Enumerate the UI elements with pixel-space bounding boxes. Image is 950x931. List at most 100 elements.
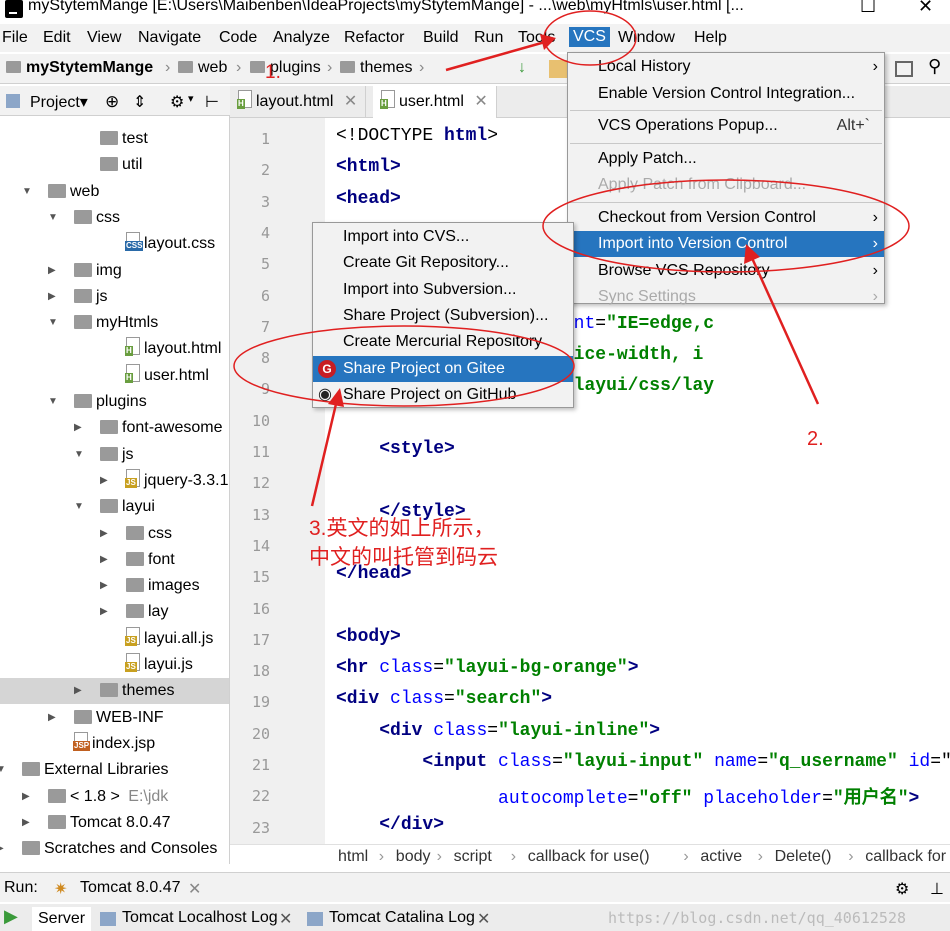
- close-tab-icon[interactable]: ✕: [343, 93, 358, 110]
- close-run-tab-icon[interactable]: ✕: [188, 881, 202, 898]
- tree-node-js[interactable]: ▶js: [0, 284, 229, 310]
- tree-node-css[interactable]: ▶css: [0, 521, 229, 547]
- tree-node-util[interactable]: util: [0, 152, 229, 178]
- breadcrumb-item[interactable]: active: [700, 848, 743, 865]
- chevron-right-icon[interactable]: ▶: [48, 264, 56, 276]
- import-menu-item-share-project-subversion[interactable]: Share Project (Subversion)...: [313, 303, 573, 329]
- tree-node-plugins[interactable]: ▼plugins: [0, 389, 229, 415]
- chevron-right-icon[interactable]: ▶: [0, 836, 4, 862]
- breadcrumb-item[interactable]: script: [453, 848, 492, 865]
- menu-view[interactable]: View: [87, 29, 122, 46]
- menu-analyze[interactable]: Analyze: [273, 29, 330, 46]
- gear-icon[interactable]: ⚙: [170, 94, 185, 111]
- close-tab-icon[interactable]: ✕: [474, 93, 488, 110]
- chevron-right-icon[interactable]: ▶: [100, 474, 108, 486]
- tree-node-lay[interactable]: ▶lay: [0, 599, 229, 625]
- tree-node-themes[interactable]: ▶themes: [0, 678, 229, 705]
- menu-refactor[interactable]: Refactor: [344, 29, 405, 46]
- chevron-right-icon[interactable]: ▶: [48, 711, 56, 723]
- chevron-right-icon[interactable]: ▶: [100, 580, 108, 592]
- tree-node-web[interactable]: ▼web: [0, 179, 229, 205]
- tree-node-font-awesome[interactable]: ▶font-awesome: [0, 415, 229, 441]
- vcs-menu-item-vcs-operations-popup[interactable]: VCS Operations Popup...Alt+`: [568, 113, 884, 139]
- project-structure-icon[interactable]: [895, 61, 913, 77]
- menu-build[interactable]: Build: [423, 29, 459, 46]
- menu-navigate[interactable]: Navigate: [138, 29, 202, 46]
- chevron-right-icon[interactable]: ▶: [22, 816, 30, 828]
- tree-node-img[interactable]: ▶img: [0, 258, 229, 284]
- breadcrumb-item[interactable]: body: [395, 848, 431, 865]
- menu-edit[interactable]: Edit: [43, 29, 71, 46]
- breadcrumb-item[interactable]: callback for co: [865, 848, 950, 865]
- tree-node-font[interactable]: ▶font: [0, 547, 229, 573]
- chevron-right-icon[interactable]: ▶: [48, 290, 56, 302]
- chevron-down-icon[interactable]: ▼: [48, 211, 58, 223]
- tree-node-web-inf[interactable]: ▶WEB-INF: [0, 705, 229, 731]
- chevron-right-icon[interactable]: ▶: [22, 790, 30, 802]
- vcs-menu-item-import-into-version-control[interactable]: Import into Version Control›: [568, 231, 884, 257]
- menu-run[interactable]: Run: [474, 29, 504, 46]
- chevron-down-icon[interactable]: ▼: [0, 757, 6, 783]
- close-icon[interactable]: ✕: [918, 0, 934, 16]
- chevron-down-icon[interactable]: ▼: [74, 501, 84, 513]
- run-icon[interactable]: ▶: [4, 906, 18, 926]
- tree-node-scratches-and-consoles[interactable]: ▶Scratches and Consoles: [0, 836, 229, 862]
- collapse-icon[interactable]: ⇕: [133, 94, 147, 111]
- import-menu-item-import-into-subversion[interactable]: Import into Subversion...: [313, 277, 573, 303]
- breadcrumb-item[interactable]: callback for use(): [527, 848, 650, 865]
- import-menu-item-create-git-repository[interactable]: Create Git Repository...: [313, 250, 573, 276]
- chevron-down-icon[interactable]: ▼: [74, 448, 84, 460]
- tree-node-images[interactable]: ▶images: [0, 573, 229, 599]
- tree-node-test[interactable]: test: [0, 126, 229, 152]
- vcs-menu-item-checkout-from-version-control[interactable]: Checkout from Version Control›: [568, 205, 884, 231]
- nav-crumb-web[interactable]: web: [178, 59, 227, 77]
- import-menu-item-share-project-on-github[interactable]: ◉Share Project on GitHub: [313, 382, 573, 408]
- chevron-down-icon[interactable]: ▼: [48, 396, 58, 407]
- import-menu-item-create-mercurial-repository[interactable]: Create Mercurial Repository: [313, 329, 573, 355]
- chevron-down-icon[interactable]: ▼: [48, 317, 58, 329]
- menu-vcs[interactable]: VCS: [569, 27, 610, 47]
- chevron-right-icon[interactable]: ▶: [74, 685, 82, 697]
- breadcrumb-item[interactable]: html: [338, 848, 369, 865]
- gear-dropdown-icon[interactable]: ▾: [188, 93, 194, 105]
- maximize-icon[interactable]: ☐: [860, 0, 877, 16]
- tree-node-1-8[interactable]: ▶< 1.8 > E:\jdk: [0, 784, 229, 810]
- close-tab-icon[interactable]: ✕: [279, 911, 293, 928]
- locate-icon[interactable]: ⊕: [105, 92, 120, 111]
- tree-node-css[interactable]: ▼css: [0, 205, 229, 231]
- vcs-icon[interactable]: [549, 60, 567, 78]
- menu-file[interactable]: File: [2, 29, 28, 46]
- update-project-icon[interactable]: ↓: [518, 59, 526, 76]
- hide-panel-icon[interactable]: ⊢: [205, 94, 219, 111]
- nav-project[interactable]: myStytemMange: [6, 59, 153, 77]
- tree-node-layui[interactable]: ▼layui: [0, 494, 229, 520]
- vcs-menu-item-browse-vcs-repository[interactable]: Browse VCS Repository›: [568, 258, 884, 284]
- vcs-menu-item-local-history[interactable]: Local History›: [568, 54, 884, 80]
- vcs-menu-item-apply-patch[interactable]: Apply Patch...: [568, 146, 884, 172]
- search-icon[interactable]: ⚲: [928, 56, 942, 76]
- tree-node-myhtmls[interactable]: ▼myHtmls: [0, 310, 229, 336]
- import-menu-item-import-into-cvs[interactable]: Import into CVS...: [313, 224, 573, 250]
- run-config-name[interactable]: Tomcat 8.0.47: [80, 879, 181, 896]
- chevron-right-icon[interactable]: ▶: [74, 422, 82, 434]
- menu-window[interactable]: Window: [618, 29, 675, 46]
- vcs-menu-item-enable-version-control-integration[interactable]: Enable Version Control Integration...: [568, 81, 884, 107]
- minimize-panel-icon[interactable]: ⊥: [930, 881, 944, 898]
- tab-catalina-log[interactable]: Tomcat Catalina Log: [329, 909, 475, 926]
- gear-icon[interactable]: ⚙: [895, 881, 910, 898]
- chevron-right-icon[interactable]: ▶: [100, 527, 108, 539]
- tab-localhost-log[interactable]: Tomcat Localhost Log: [122, 909, 278, 926]
- close-tab-icon[interactable]: ✕: [477, 911, 491, 928]
- nav-crumb-themes[interactable]: themes: [340, 59, 412, 77]
- menu-help[interactable]: Help: [694, 29, 727, 46]
